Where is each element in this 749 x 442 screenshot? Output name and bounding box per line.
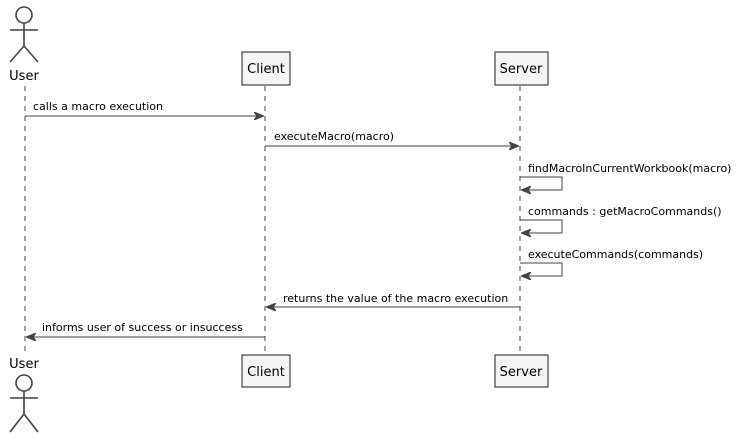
- participant-label-server-top: Server: [500, 62, 543, 77]
- participant-label-client-bottom: Client: [247, 365, 285, 380]
- participant-server-bottom: Server: [494, 354, 549, 388]
- message-label: commands : getMacroCommands(): [528, 205, 722, 218]
- message-3: findMacroInCurrentWorkbook(macro): [520, 162, 731, 190]
- message-label: executeCommands(commands): [528, 248, 703, 261]
- actor-label-user-top: User: [9, 69, 39, 84]
- message-4: commands : getMacroCommands(): [520, 205, 722, 233]
- message-label: findMacroInCurrentWorkbook(macro): [528, 162, 731, 175]
- participant-label-server-bottom: Server: [500, 365, 543, 380]
- message-label: informs user of success or insuccess: [42, 321, 243, 334]
- participant-client-top: Client: [241, 51, 291, 86]
- actor-user-top: User: [9, 6, 39, 84]
- actor-head-icon: [15, 6, 33, 24]
- actor-label-user-bottom: User: [9, 357, 39, 372]
- message-1: calls a macro execution: [25, 100, 263, 116]
- message-label: executeMacro(macro): [274, 130, 394, 143]
- message-label: calls a macro execution: [33, 100, 163, 113]
- actor-head-icon: [15, 374, 33, 392]
- message-label: returns the value of the macro execution: [283, 292, 508, 305]
- message-5: executeCommands(commands): [520, 248, 703, 276]
- participant-label-client-top: Client: [247, 62, 285, 77]
- participant-server-top: Server: [494, 51, 549, 86]
- actor-user-bottom: User: [9, 357, 39, 433]
- message-7: informs user of success or insuccess: [27, 321, 265, 337]
- message-2: executeMacro(macro): [265, 130, 518, 146]
- message-6: returns the value of the macro execution: [267, 292, 520, 307]
- participant-client-bottom: Client: [241, 354, 291, 388]
